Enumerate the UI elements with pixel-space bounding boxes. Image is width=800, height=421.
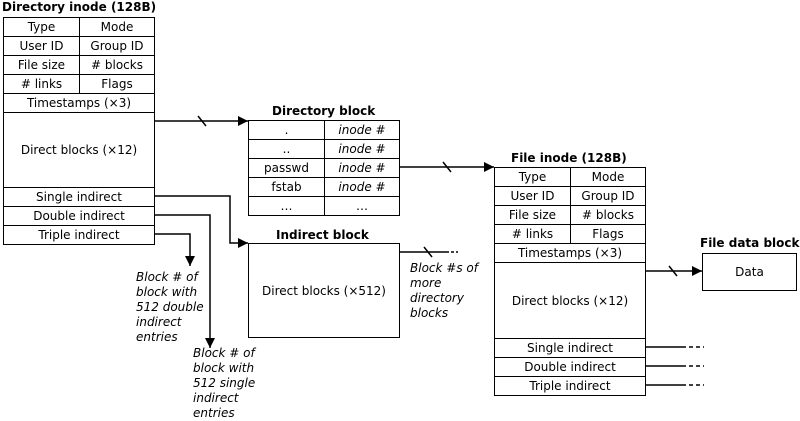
directory-entry-name: ..	[248, 139, 325, 159]
directory-inode-mode: Mode	[79, 17, 155, 37]
file-inode-double-indirect: Double indirect	[494, 357, 646, 377]
file-inode-links: # links	[494, 224, 571, 244]
directory-inode-flags: Flags	[79, 74, 155, 94]
slash-mark	[442, 161, 452, 173]
slash-mark	[423, 246, 433, 258]
note-line: 512 double	[136, 300, 204, 314]
slash-mark	[668, 265, 678, 277]
slash-mark	[197, 115, 207, 127]
note-more-directory-blocks: Block #s of more directory blocks	[410, 261, 478, 321]
file-inode-timestamps: Timestamps (×3)	[494, 243, 646, 263]
directory-entry-inode: inode #	[324, 139, 400, 159]
note-line: blocks	[410, 306, 449, 320]
file-inode-file-size: File size	[494, 205, 571, 225]
directory-block-title: Directory block	[272, 104, 376, 118]
note-line: block with	[136, 285, 198, 299]
note-double-indirect: Block # of block with 512 double indirec…	[136, 270, 204, 345]
arrow-double-indirect	[155, 214, 215, 348]
directory-inode-direct-blocks: Direct blocks (×12)	[3, 112, 155, 188]
directory-inode-timestamps: Timestamps (×3)	[3, 93, 155, 113]
directory-inode-double-indirect: Double indirect	[3, 206, 155, 226]
directory-inode-user-id: User ID	[3, 36, 80, 56]
note-line: directory	[410, 291, 464, 305]
directory-inode-file-size: File size	[3, 55, 80, 75]
file-inode-single-indirect: Single indirect	[494, 338, 646, 358]
indirect-block-direct-blocks: Direct blocks (×512)	[248, 243, 400, 338]
arrow-triple-indirect	[155, 233, 195, 266]
directory-inode-triple-indirect: Triple indirect	[3, 225, 155, 245]
file-inode-user-id: User ID	[494, 186, 571, 206]
indirect-block-title: Indirect block	[276, 228, 369, 242]
directory-entry-inode: inode #	[324, 177, 400, 197]
note-line: indirect	[193, 391, 239, 405]
directory-inode-single-indirect: Single indirect	[3, 187, 155, 207]
note-line: 512 single	[193, 376, 256, 390]
directory-inode-links: # links	[3, 74, 80, 94]
directory-entry-inode: …	[324, 196, 400, 216]
file-data-block-title: File data block	[700, 236, 800, 250]
note-single-indirect: Block # of block with 512 single indirec…	[193, 346, 255, 421]
note-line: Block # of	[136, 270, 198, 284]
note-line: Block # of	[193, 346, 255, 360]
directory-inode-group-id: Group ID	[79, 36, 155, 56]
file-inode-mode: Mode	[570, 167, 646, 187]
note-line: more	[410, 276, 442, 290]
note-line: Block #s of	[410, 261, 478, 275]
file-inode-blocks: # blocks	[570, 205, 646, 225]
directory-inode-type: Type	[3, 17, 80, 37]
file-inode-flags: Flags	[570, 224, 646, 244]
directory-inode-blocks: # blocks	[79, 55, 155, 75]
directory-entry-name: .	[248, 120, 325, 140]
file-inode-group-id: Group ID	[570, 186, 646, 206]
directory-entry-inode: inode #	[324, 120, 400, 140]
file-inode-direct-blocks: Direct blocks (×12)	[494, 262, 646, 339]
note-line: entries	[193, 406, 235, 420]
file-data-block: Data	[702, 253, 797, 291]
note-line: block with	[193, 361, 255, 375]
note-line: indirect	[136, 315, 182, 329]
directory-entry-name: passwd	[248, 158, 325, 178]
file-inode-type: Type	[494, 167, 571, 187]
directory-entry-inode: inode #	[324, 158, 400, 178]
directory-entry-name: fstab	[248, 177, 325, 197]
directory-entry-name: …	[248, 196, 325, 216]
directory-inode-title: Directory inode (128B)	[2, 0, 157, 14]
file-inode-triple-indirect: Triple indirect	[494, 376, 646, 396]
note-line: entries	[136, 330, 178, 344]
arrow-single-to-indirect-block	[155, 195, 248, 248]
file-inode-title: File inode (128B)	[511, 151, 627, 165]
